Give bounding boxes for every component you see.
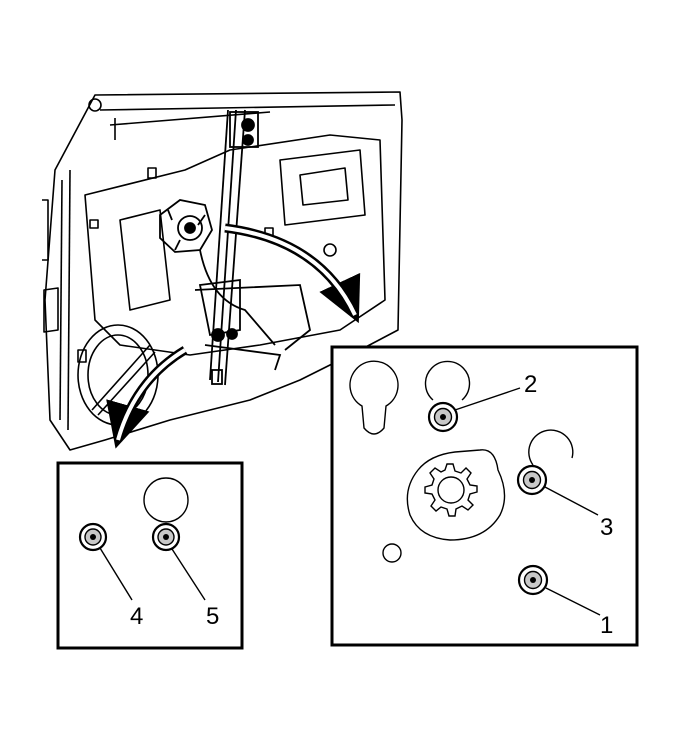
arrow-to-lower-detail-inner [116,348,187,441]
callout-5: 5 [206,603,219,630]
bolt-4 [78,522,108,552]
splined-hub-icon [424,463,478,517]
bolt-5 [151,522,181,552]
leader-line-1 [545,587,601,616]
keyhole-slot-3 [528,429,574,466]
bolt-1 [517,564,549,596]
arrow-to-upper-detail [224,223,361,324]
bolt-3 [516,464,548,496]
leader-line-2 [454,387,521,411]
callout-2: 2 [524,371,537,398]
leader-line-4 [99,547,133,601]
leader-line-5 [171,548,206,601]
window-regulator-assembly [159,109,312,386]
detail-box-left: 4 5 [56,461,244,650]
callout-4: 4 [130,603,143,630]
bolt-2 [427,401,459,433]
small-hole [382,543,402,563]
keyhole-slot-1 [349,360,399,435]
motor-mount-plate [406,449,506,541]
leader-line-3 [544,486,599,516]
keyhole-slot-2 [424,360,471,401]
detail-box-right: 2 3 1 [330,345,639,647]
callout-3: 3 [600,514,613,541]
callout-1: 1 [600,612,613,639]
arrow-to-upper-detail-inner [224,226,357,316]
